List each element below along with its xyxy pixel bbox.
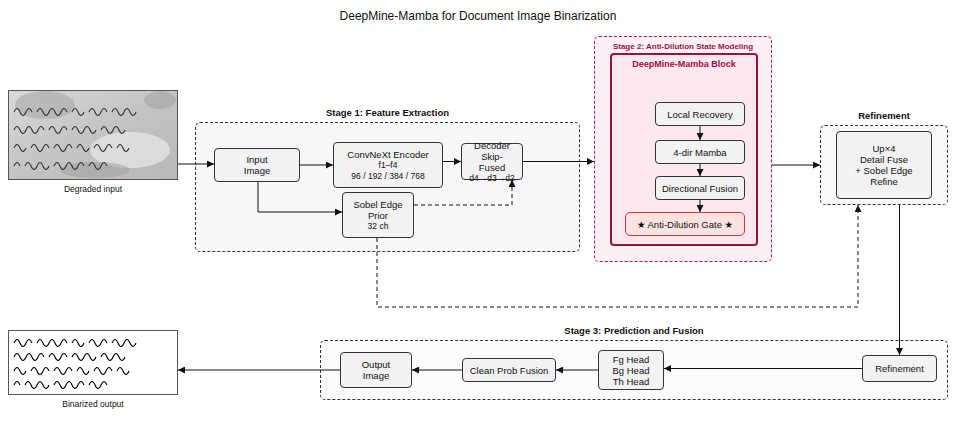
- arrow-connector: [523, 161, 594, 162]
- arrow-connector: [700, 200, 701, 212]
- group-heading: Stage 2: Anti-Dilution State Modeling: [555, 41, 811, 52]
- arrow-connector: [178, 370, 340, 371]
- image-panel: Degraded input: [8, 90, 178, 180]
- node-label: Up×4: [873, 143, 896, 154]
- node-label: Output Image: [355, 359, 397, 381]
- arrow-connector: [443, 161, 461, 162]
- stage-group: RefinementUp×4Detail Fuse+ Sobel EdgeRef…: [820, 125, 948, 205]
- process-box: Fg HeadBg HeadTh Head: [598, 350, 664, 390]
- arrow-connector: [664, 368, 862, 369]
- node-label: Directional Fusion: [662, 183, 738, 194]
- process-box: Clean Prob Fusion: [462, 358, 556, 382]
- group-heading: Stage 3: Prediction and Fusion: [281, 325, 956, 336]
- node-label: Refine: [870, 176, 897, 187]
- process-box: Local Recovery: [655, 102, 745, 126]
- node-label: ConvNeXt Encoder: [347, 149, 428, 160]
- node-label: f1–f4: [379, 160, 398, 171]
- node-label: 96 / 192 / 384 / 768: [351, 171, 424, 182]
- dashed-connector: [414, 180, 512, 205]
- process-box: Refinement: [862, 355, 937, 382]
- group-heading: DeepMine-Mamba Block: [572, 59, 796, 70]
- process-box: Directional Fusion: [655, 176, 745, 200]
- process-box: Output Image: [340, 352, 412, 388]
- node-label: d4→d3→d2: [469, 173, 514, 184]
- node-label: Local Recovery: [667, 109, 732, 120]
- node-label: Sobel Edge Prior: [350, 199, 406, 221]
- group-heading: Refinement: [781, 110, 956, 121]
- node-label: ★ Anti-Dilution Gate ★: [637, 219, 733, 230]
- node-label: Input Image: [237, 154, 277, 176]
- diagram-title: DeepMine-Mamba for Document Image Binari…: [0, 9, 956, 23]
- process-box: Decoder Skip-Fusedd4→d3→d2: [461, 143, 523, 180]
- process-box: 4-dir Mamba: [655, 140, 745, 164]
- dashed-connector: [377, 205, 858, 307]
- gate-box: ★ Anti-Dilution Gate ★: [625, 212, 745, 236]
- node-label: Refinement: [875, 363, 924, 374]
- binarized-handwriting: [14, 340, 136, 389]
- node-label: Detail Fuse: [860, 154, 908, 165]
- image-caption: Binarized output: [0, 399, 217, 410]
- block-container: DeepMine-Mamba BlockLocal Recovery4-dir …: [610, 53, 758, 246]
- stain: [60, 162, 130, 178]
- node-label: Th Head: [613, 376, 649, 387]
- process-box: Sobel Edge Prior32 ch: [342, 192, 414, 238]
- node-label: Clean Prob Fusion: [470, 365, 549, 376]
- node-label: Fg Head: [613, 354, 649, 365]
- arrow-connector: [772, 165, 820, 166]
- node-label: 4-dir Mamba: [673, 147, 726, 158]
- clean-paper: [8, 330, 178, 395]
- arrow-connector: [412, 370, 462, 371]
- process-box: Input Image: [214, 148, 300, 182]
- degraded-handwriting: [14, 109, 136, 170]
- process-box: ConvNeXt Encoderf1–f496 / 192 / 384 / 76…: [333, 142, 443, 188]
- arrow-connector: [700, 164, 701, 176]
- arrow-connector: [258, 182, 342, 212]
- node-label: Bg Head: [613, 365, 650, 376]
- stage-group: Stage 3: Prediction and FusionOutput Ima…: [320, 340, 948, 400]
- node-label: 32 ch: [368, 221, 389, 232]
- arrow-connector: [300, 165, 333, 166]
- group-heading: Stage 1: Feature Extraction: [156, 107, 619, 118]
- process-box: Up×4Detail Fuse+ Sobel EdgeRefine: [836, 131, 932, 199]
- degraded-paper: [8, 90, 178, 180]
- arrow-connector: [556, 370, 598, 371]
- stain: [144, 91, 176, 109]
- node-label: + Sobel Edge: [855, 165, 912, 176]
- image-caption: Degraded input: [0, 184, 217, 195]
- arrow-connector: [700, 126, 701, 140]
- stage-group: Stage 2: Anti-Dilution State ModelingDee…: [594, 36, 772, 262]
- arrow-connector: [178, 164, 214, 165]
- stage-group: Stage 1: Feature ExtractionInput ImageCo…: [195, 122, 580, 252]
- node-label: Decoder Skip-Fused: [469, 140, 515, 173]
- arrow-connector: [899, 205, 900, 355]
- image-panel: Binarized output: [8, 330, 178, 395]
